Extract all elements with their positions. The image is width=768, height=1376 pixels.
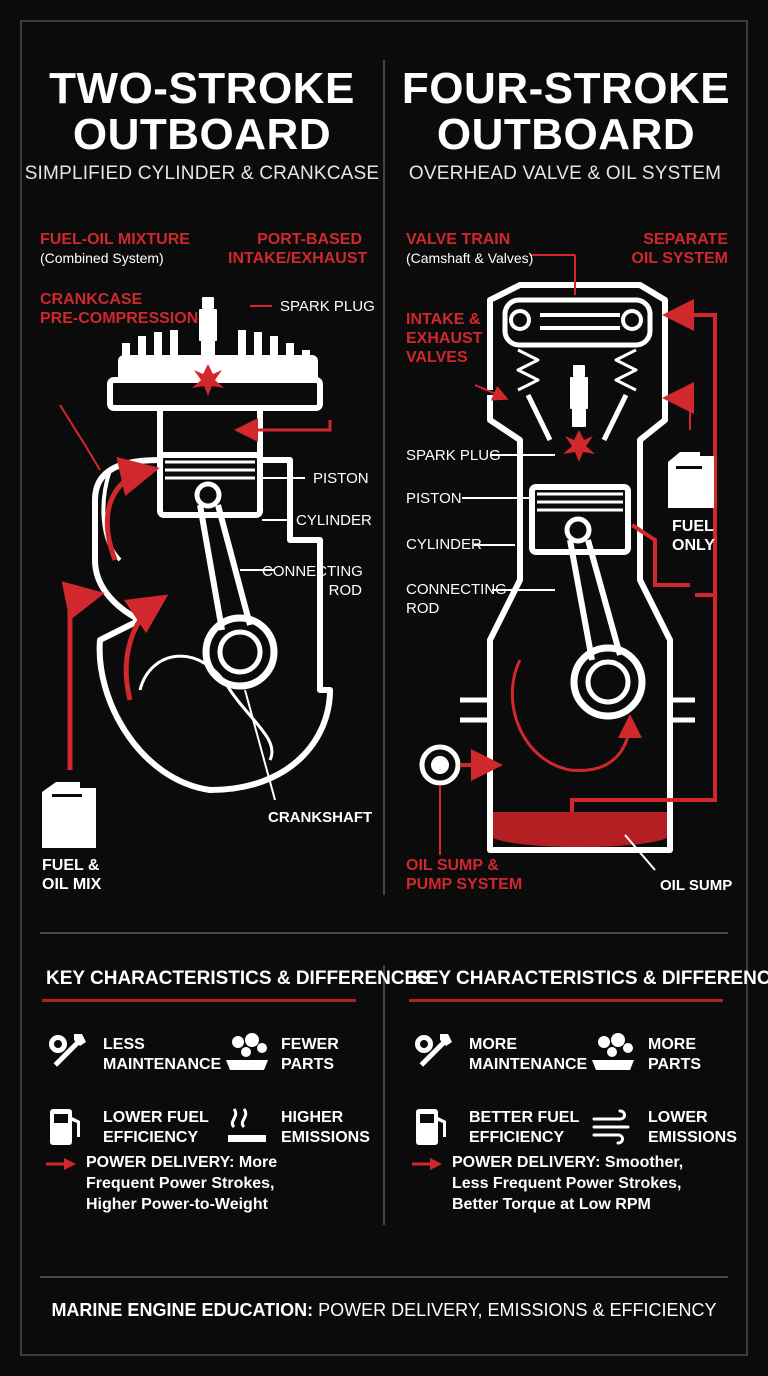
label-oil-sump-pump: OIL SUMP &PUMP SYSTEM: [406, 857, 523, 893]
right-power-delivery: POWER DELIVERY: Smoother,Less Frequent P…: [452, 1154, 684, 1213]
tools-icon: [415, 1034, 452, 1067]
fuel-oil-can-icon: [42, 782, 96, 848]
four-stroke-engine: [419, 282, 695, 853]
smoke-emissions-icon: [228, 1108, 266, 1142]
two-stroke-spark-plug: [199, 297, 217, 361]
footer-caption: MARINE ENGINE EDUCATION: POWER DELIVERY,…: [51, 1300, 717, 1320]
page-frame: [20, 20, 748, 1356]
left-key-heading: KEY CHARACTERISTICS & DIFFERENCES: [46, 968, 430, 989]
label-four-stroke-spark-plug: SPARK PLUG: [406, 447, 501, 464]
label-oil-sump: OIL SUMP: [660, 877, 733, 894]
two-stroke-engine: [92, 297, 333, 793]
gears-parts-icon: [226, 1033, 268, 1070]
right-subtitle: OVERHEAD VALVE & OIL SYSTEM: [408, 163, 722, 184]
label-two-stroke-spark-plug: SPARK PLUG: [280, 298, 375, 315]
label-two-stroke-piston: PISTON: [313, 470, 369, 487]
right-key-rule: [409, 999, 723, 1002]
label-four-stroke-cylinder: CYLINDER: [406, 536, 482, 553]
engine-diagrams: [42, 254, 717, 871]
left-subtitle: SIMPLIFIED CYLINDER & CRANKCASE: [24, 163, 380, 184]
fuel-pump-icon: [50, 1109, 80, 1145]
column-divider-top: [383, 60, 385, 895]
spark-icon: [192, 364, 224, 396]
gears-parts-icon: [592, 1033, 634, 1070]
tools-icon: [49, 1034, 86, 1067]
section-divider: [40, 932, 728, 934]
footer-divider: [40, 1276, 728, 1278]
fuel-pump-icon: [416, 1109, 446, 1145]
label-fuel-oil-mixture: FUEL-OIL MIXTURE (Combined System): [40, 231, 190, 266]
right-power-arrow-icon: [412, 1158, 442, 1170]
fuel-only-can-icon: [668, 452, 714, 508]
cylinder-head-fins: [118, 330, 318, 383]
oil-sump-fill: [493, 812, 667, 847]
label-valve-train: VALVE TRAIN (Camshaft & Valves): [406, 231, 534, 266]
label-four-stroke-piston: PISTON: [406, 490, 462, 507]
label-two-stroke-cylinder: CYLINDER: [296, 512, 372, 529]
column-divider-bottom: [383, 965, 385, 1225]
label-crankshaft: CRANKSHAFT: [268, 809, 373, 826]
left-power-arrow-icon: [46, 1158, 76, 1170]
right-key-heading: KEY CHARACTERISTICS & DIFFERENCES: [412, 968, 768, 989]
left-key-rule: [42, 999, 356, 1002]
label-fuel-oil-mix: FUEL &OIL MIX: [42, 857, 102, 893]
wind-clean-emissions-icon: [592, 1109, 630, 1145]
two-stroke-piston: [157, 452, 263, 518]
two-stroke-connecting-rod: [197, 504, 278, 690]
